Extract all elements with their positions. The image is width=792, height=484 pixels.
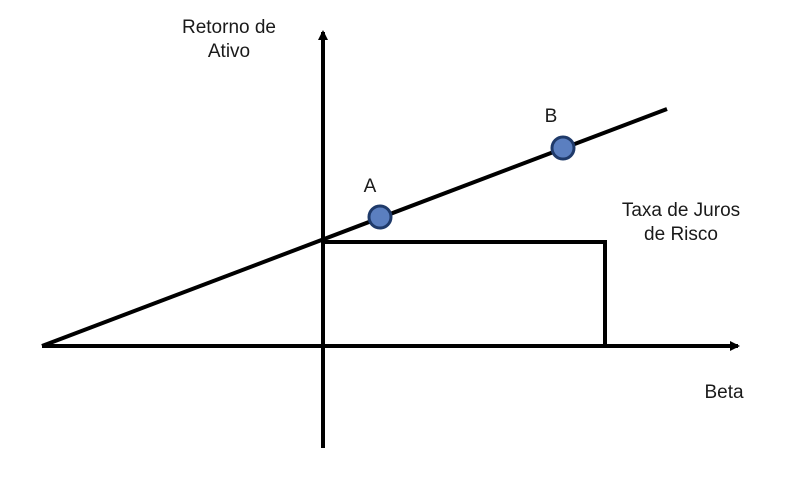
x-axis-label: Beta <box>704 382 744 403</box>
point-b-marker <box>550 135 576 161</box>
risk-free-label: Taxa de Juros de Risco <box>620 199 742 247</box>
risk-free-box <box>323 240 607 346</box>
risk-free-label-line-1: Taxa de Juros <box>621 200 741 221</box>
point-a-label: A <box>363 176 377 197</box>
point-b-label: B <box>544 106 558 127</box>
point-a-marker <box>367 204 393 230</box>
y-axis-label-line-2: Ativo <box>207 41 251 62</box>
y-axis-label-line-1: Retorno de <box>181 17 276 38</box>
risk-free-label-line-2: de Risco <box>644 224 718 245</box>
y-axis-label: Retorno de Ativo <box>168 16 290 64</box>
